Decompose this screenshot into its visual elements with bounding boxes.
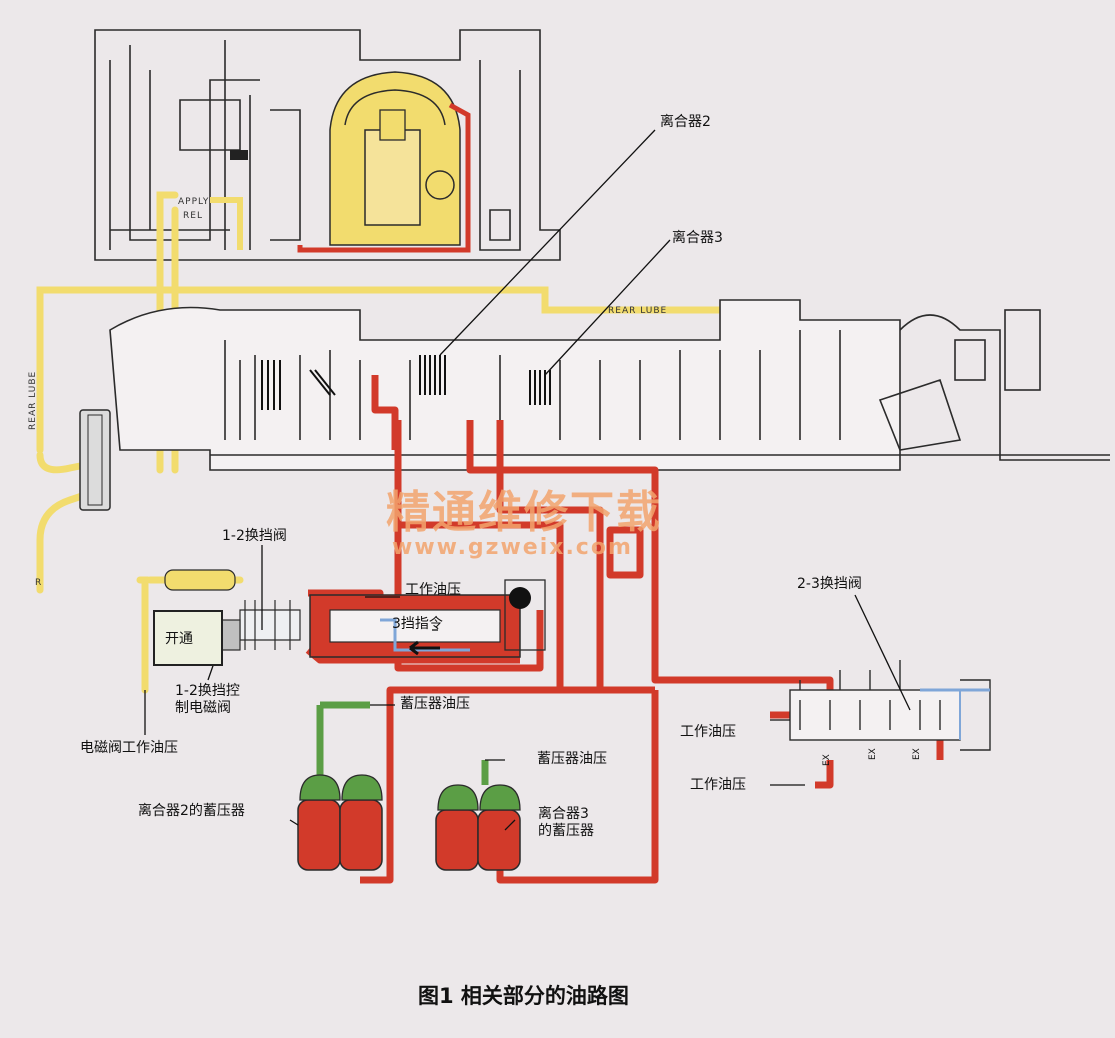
open-label: 开通 [165,631,193,647]
rear-lube-vertical-label: REAR LUBE [28,370,38,430]
transmission-housing [94,29,561,261]
third-gear-command-label: 3挡指令 [392,616,443,632]
work-pressure-label-3: 工作油压 [690,777,746,793]
clutch2-label: 离合器2 [660,114,711,130]
clutch2-accumulator-label: 离合器2的蓄压器 [138,803,245,819]
leader-lines [144,129,911,831]
shift-valve-23-label: 2-3换挡阀 [797,576,862,592]
apply-label: APPLY [178,197,210,207]
shift-valve-12-body [239,579,546,658]
clutch3-accumulator [435,760,521,871]
gear-train [109,299,1110,471]
clutch3-accumulator-label: 离合器3 的蓄压器 [538,806,594,839]
shift-solenoid-12-label: 1-2换挡控 制电磁阀 [175,683,240,716]
shift-valve-23-body [789,660,991,751]
watermark-url: www.gzweix.com [392,535,633,560]
accumulator-pressure-label-1: 蓄压器油压 [400,696,470,712]
clutch2-accumulator [297,701,383,871]
shift-valve-12-label: 1-2换挡阀 [222,528,287,544]
lube-connector [79,409,111,511]
rel-label: REL [183,211,203,221]
clutch3-label: 离合器3 [672,230,723,246]
rear-lube-r-label: R [35,578,43,588]
accumulator-pressure-label-2: 蓄压器油压 [537,751,607,767]
watermark-title: 精通维修下载 [386,487,662,538]
work-pressure-label-2: 工作油压 [680,724,736,740]
solenoid-open-box: 开通 [153,610,223,666]
figure-caption: 图1 相关部分的油路图 [418,984,629,1008]
clutch-packs [261,355,551,410]
line-pressure-circuit [305,375,944,884]
clutch-drum-yellow [210,71,471,253]
exhaust-label-3: EX [912,748,922,760]
exhaust-label-1: EX [822,754,832,766]
rear-lube-label: REAR LUBE [608,306,668,316]
solenoid-pressure-label: 电磁阀工作油压 [80,740,178,756]
work-pressure-label-1: 工作油压 [405,582,461,598]
exhaust-label-2: EX [868,748,878,760]
